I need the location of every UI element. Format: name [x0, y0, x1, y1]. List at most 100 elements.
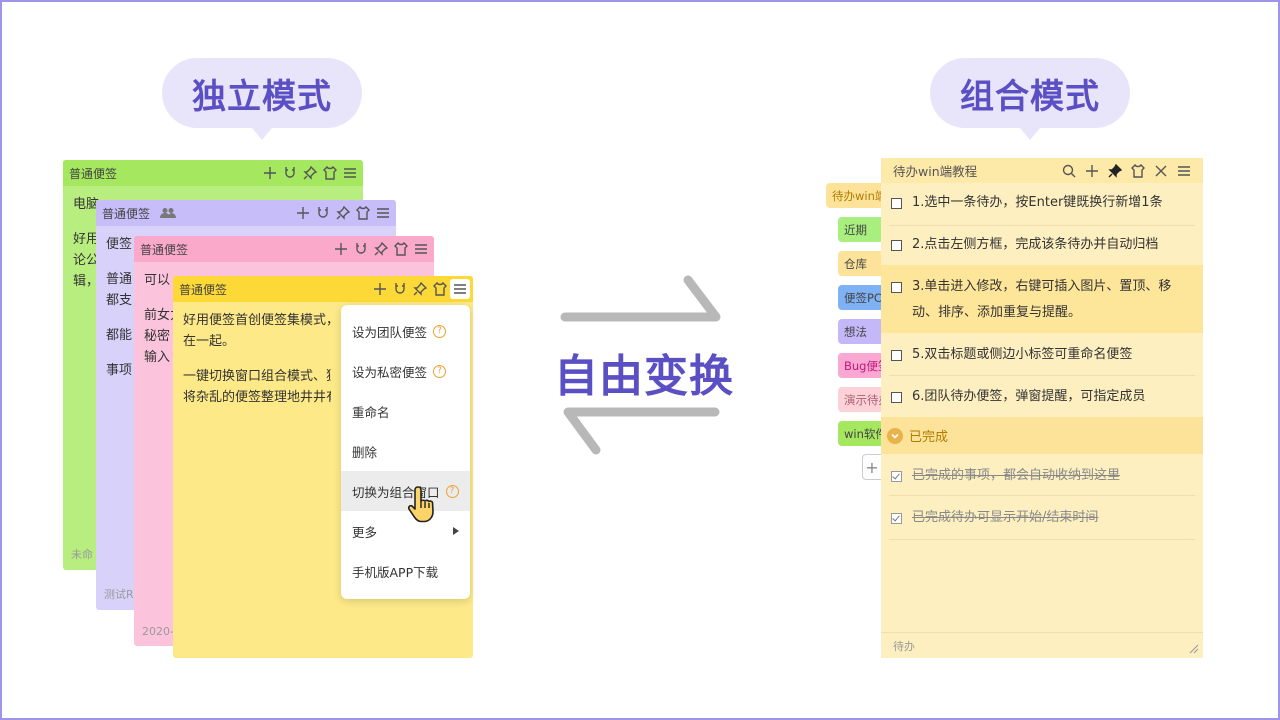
done-item[interactable]: 已完成的事项，都会自动收纳到这里 [881, 463, 1203, 489]
note-header[interactable]: 普通便签 [134, 236, 434, 262]
menu-item-label: 更多 [352, 524, 378, 540]
completed-section-header[interactable]: 已完成 [881, 417, 1203, 454]
note-toolbar [263, 166, 357, 180]
menu-item-delete[interactable]: 删除 [341, 431, 470, 471]
note-toolbar [334, 242, 428, 256]
side-tab-label: 待办win端 [832, 188, 882, 203]
done-checkbox[interactable] [891, 471, 902, 482]
magnet-icon[interactable] [283, 166, 297, 180]
note-line: 辑， [73, 274, 100, 289]
combined-window-header[interactable]: 待办win端教程 [881, 158, 1203, 183]
todo-text[interactable]: 6.团队待办便签，弹窗提醒，可指定成员 [912, 389, 1146, 404]
note-body[interactable]: 电脑 好用 论公 辑， [63, 186, 183, 314]
note-header[interactable]: 普通便签 [173, 276, 473, 302]
side-tab-ideas[interactable]: 想法 [838, 319, 882, 344]
skin-icon[interactable] [433, 282, 447, 296]
search-icon[interactable] [1062, 164, 1076, 178]
todo-text[interactable]: 5.双击标题或侧边小标签可重命名便签 [912, 347, 1133, 362]
combined-window[interactable]: 待办win端教程 1.选中一条待办，按Enter键既换行新增1条 2.点击左侧方… [881, 158, 1203, 658]
todo-item[interactable]: 1.选中一条待办，按Enter键既换行新增1条 [881, 190, 1203, 216]
help-icon[interactable]: ? [433, 324, 447, 338]
menu-button-active[interactable] [450, 279, 470, 299]
add-icon[interactable] [1085, 164, 1099, 178]
menu-item-label: 手机版APP下载 [352, 564, 439, 580]
done-text[interactable]: 已完成待办可显示开始/结束时间 [912, 510, 1099, 525]
side-tab-pc[interactable]: 便签PC [838, 285, 882, 310]
combined-window-footer: 待办 [881, 632, 1203, 658]
divider [889, 375, 1195, 376]
todo-item[interactable]: 2.点击左侧方框，完成该条待办并自动归档 [881, 232, 1203, 258]
menu-item-rename[interactable]: 重命名 [341, 391, 470, 431]
magnet-icon[interactable] [316, 206, 330, 220]
menu-item-label: 删除 [352, 444, 378, 460]
divider [889, 225, 1195, 226]
menu-item-team[interactable]: 设为团队便签? [341, 311, 470, 351]
note-header[interactable]: 普通便签 [63, 160, 363, 186]
menu-icon[interactable] [414, 242, 428, 256]
note-title[interactable]: 普通便签 [102, 206, 151, 221]
menu-item-app-download[interactable]: 手机版APP下载 [341, 551, 470, 591]
side-tab-warehouse[interactable]: 仓库 [838, 251, 882, 276]
todo-checkbox[interactable] [891, 282, 902, 293]
close-icon[interactable] [1154, 164, 1168, 178]
chevron-down-icon[interactable] [887, 427, 903, 444]
magnet-icon[interactable] [354, 242, 368, 256]
side-tab-todo-win[interactable]: 待办win端 [826, 183, 882, 208]
side-tab-bug[interactable]: Bug便签 [838, 353, 882, 378]
note-title[interactable]: 普通便签 [69, 166, 118, 181]
combined-mode-label: 组合模式 [930, 58, 1130, 140]
todo-item[interactable]: 6.团队待办便签，弹窗提醒，可指定成员 [881, 384, 1203, 410]
note-header[interactable]: 普通便签 [96, 200, 396, 226]
magnet-icon[interactable] [393, 282, 407, 296]
note-line: 输入 [144, 350, 171, 365]
menu-icon[interactable] [376, 206, 390, 220]
side-tab-demo[interactable]: 演示待办 [838, 387, 882, 412]
todo-checkbox[interactable] [891, 240, 902, 251]
pin-icon[interactable] [374, 242, 388, 256]
menu-icon[interactable] [343, 166, 357, 180]
help-icon[interactable]: ? [445, 484, 459, 498]
skin-icon[interactable] [394, 242, 408, 256]
note-title[interactable]: 普通便签 [179, 282, 228, 297]
menu-item-private[interactable]: 设为私密便签? [341, 351, 470, 391]
add-tab-button[interactable]: + [862, 454, 882, 480]
done-item[interactable]: 已完成待办可显示开始/结束时间 [881, 505, 1203, 531]
menu-item-label: 设为私密便签 [352, 364, 428, 380]
todo-checkbox[interactable] [891, 350, 902, 361]
note-title[interactable]: 普通便签 [140, 242, 189, 257]
side-tab-recent[interactable]: 近期 [838, 217, 882, 242]
help-icon[interactable]: ? [433, 364, 447, 378]
todo-text[interactable]: 2.点击左侧方框，完成该条待办并自动归档 [912, 237, 1159, 252]
note-title-wrap[interactable]: 普通便签 [102, 205, 296, 222]
done-checkbox[interactable] [891, 513, 902, 524]
side-tab-win-software[interactable]: win软件 [838, 421, 882, 446]
menu-item-switch-combined[interactable]: 切换为组合窗口? [341, 471, 470, 511]
pin-icon[interactable] [336, 206, 350, 220]
resize-grip-icon[interactable] [1187, 642, 1199, 654]
pin-icon[interactable] [413, 282, 427, 296]
todo-checkbox[interactable] [891, 198, 902, 209]
todo-item-selected[interactable]: 3.单击进入修改，右键可插入图片、置顶、移动、排序、添加重复与提醒。 [881, 265, 1203, 333]
add-icon[interactable] [373, 282, 387, 296]
pin-filled-icon[interactable] [1108, 163, 1122, 178]
add-icon[interactable] [334, 242, 348, 256]
todo-text[interactable]: 1.选中一条待办，按Enter键既换行新增1条 [912, 195, 1163, 210]
skin-icon[interactable] [1131, 163, 1145, 178]
pin-icon[interactable] [303, 166, 317, 180]
add-icon[interactable] [263, 166, 277, 180]
skin-icon[interactable] [323, 166, 337, 180]
divider [889, 495, 1195, 496]
todo-checkbox[interactable] [891, 392, 902, 403]
todo-item[interactable]: 5.双击标题或侧边小标签可重命名便签 [881, 342, 1203, 368]
todo-text[interactable]: 3.单击进入修改，右键可插入图片、置顶、移动、排序、添加重复与提醒。 [912, 274, 1171, 326]
done-text[interactable]: 已完成的事项，都会自动收纳到这里 [912, 468, 1121, 483]
skin-icon[interactable] [356, 206, 370, 220]
note-body[interactable]: 好用便签首创便签集模式， 在一起。 一键切换窗口组合模式、独 将杂乱的便签整理地… [173, 302, 341, 430]
note-body[interactable]: 便签 普通 都支 都能 事项 [96, 226, 216, 403]
menu-icon[interactable] [1177, 164, 1191, 178]
combined-window-title[interactable]: 待办win端教程 [893, 164, 978, 179]
side-tab-label: 仓库 [844, 256, 867, 271]
menu-item-more[interactable]: 更多 [341, 511, 470, 551]
side-tab-label: win软件 [844, 426, 882, 441]
add-icon[interactable] [296, 206, 310, 220]
